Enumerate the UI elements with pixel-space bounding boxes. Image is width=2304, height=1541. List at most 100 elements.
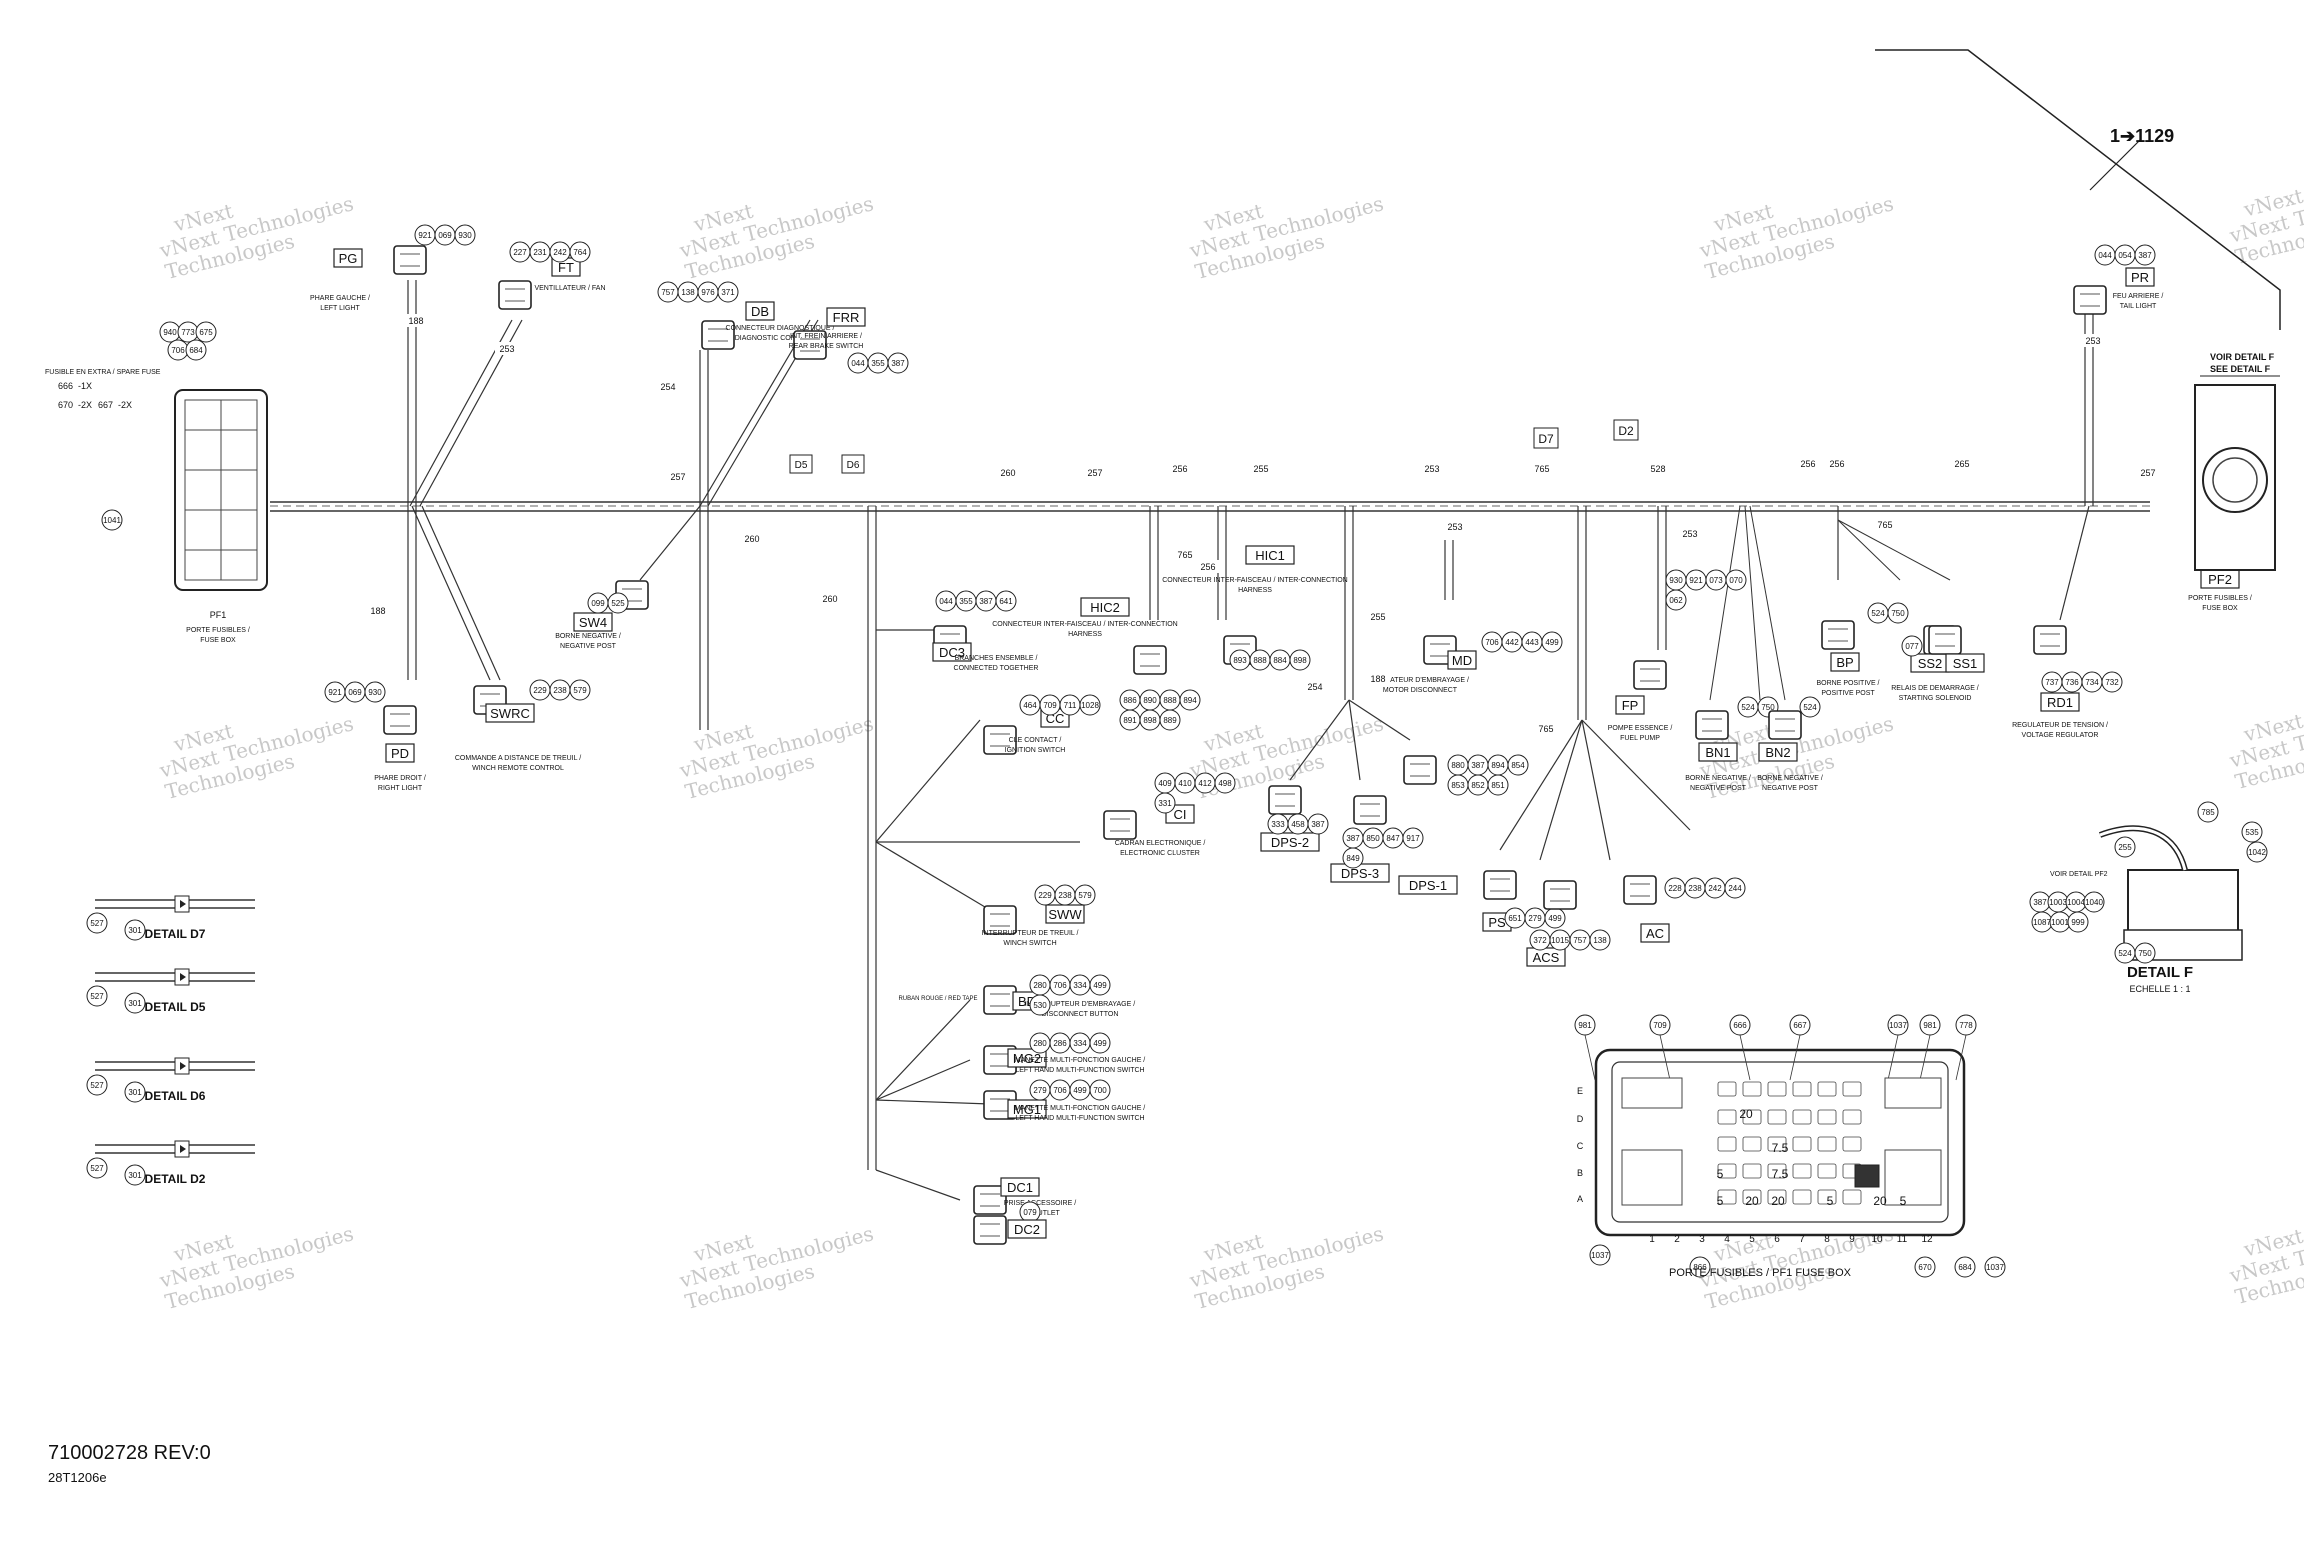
fuse-panel-callout: 866 bbox=[1693, 1263, 1707, 1272]
part-number: 286 bbox=[1053, 1039, 1067, 1048]
connector-id-box bbox=[1260, 832, 1320, 852]
fuse-value: 5 bbox=[1717, 1194, 1724, 1208]
part-number-circle bbox=[1665, 589, 1687, 611]
connector-caption-en: NEGATIVE POST bbox=[1690, 785, 1747, 792]
connector-id: SWRC bbox=[490, 706, 530, 721]
connector-caption-fr: COMMANDE A DISTANCE DE TREUIL / bbox=[455, 755, 581, 762]
tag-d7: D7 bbox=[1538, 432, 1554, 446]
connector-caption-fr: CADRAN ELECTRONIQUE / bbox=[1115, 840, 1206, 847]
part-number: 442 bbox=[1505, 638, 1519, 647]
fuse-slot bbox=[1792, 1109, 1812, 1125]
tag-d6: D6 bbox=[847, 460, 860, 471]
connector-body bbox=[973, 1215, 1007, 1245]
connector-body bbox=[1928, 625, 1962, 655]
part-number: 757 bbox=[661, 288, 675, 297]
part-number: 851 bbox=[1491, 781, 1505, 790]
part-number: 894 bbox=[1183, 696, 1197, 705]
ribbon-note: RUBAN ROUGE / RED TAPE bbox=[898, 996, 977, 1002]
part-number: 930 bbox=[368, 688, 382, 697]
part-number-circle bbox=[1089, 974, 1111, 996]
part-number: 750 bbox=[1891, 609, 1905, 618]
part-number: 371 bbox=[721, 288, 735, 297]
fuse-slot bbox=[1817, 1081, 1837, 1097]
detail-f-part-circle bbox=[2114, 836, 2136, 858]
connector-caption-en: DIAGNOSTIC CONNECTOR bbox=[735, 335, 826, 342]
wire-tag-bg bbox=[656, 380, 680, 393]
wire-tag-bg bbox=[1873, 518, 1897, 531]
top-reference-label: 1➔1129 bbox=[2110, 126, 2174, 146]
fuse-value: 7.5 bbox=[1772, 1167, 1789, 1181]
part-number: 917 bbox=[1406, 834, 1420, 843]
part-number: 849 bbox=[1346, 854, 1360, 863]
detail-part: 527 bbox=[90, 992, 104, 1001]
connector-caption-fr: BORNE POSITIVE / bbox=[1816, 680, 1879, 687]
tag-d5-box bbox=[789, 454, 813, 474]
connector-caption-fr: POMPE ESSENCE / bbox=[1608, 725, 1673, 732]
fuse-slot bbox=[1792, 1136, 1812, 1152]
fuse-box-callout: 684 bbox=[189, 346, 203, 355]
connector-id: MG1 bbox=[1013, 1102, 1041, 1117]
part-number: 524 bbox=[1871, 609, 1885, 618]
part-number: 229 bbox=[533, 686, 547, 695]
connector-id: DB bbox=[751, 304, 769, 319]
connector-body bbox=[983, 725, 1017, 755]
spare-fuse-row-1-part: 666 bbox=[58, 381, 73, 391]
part-number-circle bbox=[1342, 847, 1364, 869]
detail-part-circle bbox=[86, 1157, 108, 1179]
connector-body bbox=[1821, 620, 1855, 650]
fuse-panel-callout-circle bbox=[1914, 1256, 1936, 1278]
connector-caption-fr: MANETTE MULTI-FONCTION GAUCHE / bbox=[1015, 1057, 1146, 1064]
wire-tag-bg bbox=[1678, 527, 1702, 540]
detail-part: 527 bbox=[90, 1164, 104, 1173]
connector-body bbox=[973, 1185, 1007, 1215]
fuse-slot bbox=[1767, 1163, 1787, 1179]
fuse-slot bbox=[1842, 1189, 1862, 1205]
fuse-panel-callout: 778 bbox=[1959, 1021, 1973, 1030]
wire-number: 188 bbox=[370, 606, 385, 616]
connector-caption-en: CONNECTED TOGETHER bbox=[954, 665, 1039, 672]
voir-detail-pf2: VOIR DETAIL PF2 bbox=[2050, 871, 2108, 878]
part-number: 228 bbox=[1668, 884, 1682, 893]
part-number: 227 bbox=[513, 248, 527, 257]
part-number-circle bbox=[2101, 671, 2123, 693]
connector-caption-fr: FEU ARRIERE / bbox=[2113, 293, 2164, 300]
detail-f-part-circle bbox=[2083, 891, 2105, 913]
connector-id-box bbox=[485, 703, 535, 723]
part-number: 706 bbox=[1053, 981, 1067, 990]
wire-tag-bg bbox=[1530, 462, 1554, 475]
part-number: 334 bbox=[1073, 1039, 1087, 1048]
fuse-panel-leader bbox=[1584, 1034, 1596, 1081]
detail-arrow bbox=[180, 1062, 186, 1070]
part-number: 853 bbox=[1451, 781, 1465, 790]
part-number: 333 bbox=[1271, 820, 1285, 829]
connector-id: HIC2 bbox=[1090, 600, 1120, 615]
connector-body bbox=[2033, 625, 2067, 655]
part-number: 054 bbox=[2118, 251, 2132, 260]
part-number: 891 bbox=[1123, 716, 1137, 725]
fuse-box-pf1 bbox=[174, 389, 268, 591]
connector-body bbox=[1695, 710, 1729, 740]
connector-id: SS1 bbox=[1953, 656, 1978, 671]
connector-id: PR bbox=[2131, 270, 2149, 285]
wire-number: 254 bbox=[660, 382, 675, 392]
part-number: 387 bbox=[1311, 820, 1325, 829]
wire-number: 253 bbox=[499, 344, 514, 354]
wire-tag-bg bbox=[1796, 457, 1820, 470]
connector-caption-en: FUSE BOX bbox=[2202, 605, 2238, 612]
part-number-circle bbox=[995, 590, 1017, 612]
connector-caption-en: IGNITION SWITCH bbox=[1005, 747, 1066, 754]
fuse-panel-col-label: 5 bbox=[1749, 1234, 1755, 1245]
part-number: 737 bbox=[2045, 678, 2059, 687]
detail-part: 527 bbox=[90, 1081, 104, 1090]
fuse-value: 5 bbox=[1900, 1194, 1907, 1208]
